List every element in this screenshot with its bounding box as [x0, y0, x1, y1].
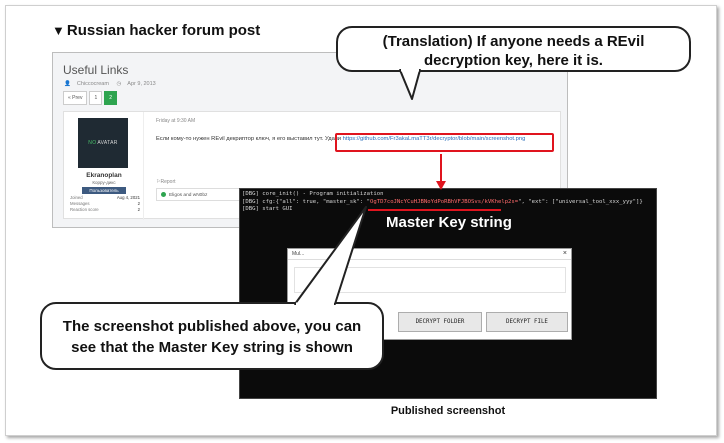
- master-key-label: Master Key string: [386, 214, 512, 231]
- terminal-line: [DBG] cfg:{"all": true, "master_sk": "Og…: [242, 199, 643, 207]
- thread-title: Useful Links: [63, 63, 129, 77]
- master-key-underline: [368, 209, 501, 211]
- author-name[interactable]: Ekranoplan: [86, 172, 122, 179]
- post-date: Friday at 9:30 AM: [156, 118, 196, 124]
- terminal-output: [DBG] core_init() - Program initializati…: [242, 191, 643, 214]
- pager-page-2[interactable]: 2: [104, 91, 118, 105]
- callout-line: decryption key, here it is.: [424, 52, 603, 69]
- dialog-text-area[interactable]: [294, 267, 566, 293]
- report-link[interactable]: ⚐Report: [156, 179, 176, 185]
- callout-line: The screenshot published above, you can: [62, 318, 362, 335]
- terminal-line: [DBG] start GUI: [242, 206, 293, 212]
- report-icon: ⚐: [156, 179, 161, 185]
- pager-prev-button[interactable]: « Prev: [63, 91, 88, 105]
- stat-value: 2: [137, 201, 140, 206]
- master-key-value: OgTD7coJNcYCuHJBNoYdPoRBhVFJBOSvs/kVKhel…: [369, 198, 519, 205]
- stat-row: Joined Aug 4, 2021: [70, 195, 140, 201]
- post-body: Если кому-то нужен REvil декриптор ключ,…: [156, 136, 525, 142]
- stat-row: Reaction score 2: [70, 207, 140, 213]
- like-reaction-icon: [161, 192, 166, 197]
- author-stats: Joined Aug 4, 2021 Messages 2 Reaction sco…: [70, 195, 140, 213]
- terminal-line-suffix: ", "ext": ["universal_tool_xxx_yyy"]}: [518, 198, 643, 205]
- dialog-title: Mul...: [292, 251, 305, 257]
- dialog-titlebar: Mul... ×: [288, 249, 571, 260]
- avatar-no-text: NO: [88, 140, 97, 146]
- figure-title: ▼Russian hacker forum post: [52, 22, 260, 39]
- pagination: « Prev 1 2: [63, 91, 118, 105]
- figure-title-text: Russian hacker forum post: [66, 22, 261, 39]
- reactions-text: Eligos and wN0bz: [169, 192, 208, 198]
- avatar-text: AVATAR: [97, 140, 118, 146]
- triangle-marker-icon: ▼: [52, 23, 65, 38]
- terminal-line: [DBG] core_init() - Program initializati…: [242, 191, 384, 197]
- callout-line: see that the Master Key string is shown: [71, 339, 353, 356]
- post-link[interactable]: https://github.com/Fr3akaLmaTT3r/decrypt…: [342, 136, 526, 142]
- pager-page-1[interactable]: 1: [89, 91, 103, 105]
- author-title: Корру-дикс: [92, 180, 116, 185]
- thread-meta: 👤 Chiccocream ◷ Apr 9, 2013: [64, 81, 162, 87]
- link-highlight-box: [335, 133, 554, 152]
- figure-caption: Published screenshot: [390, 405, 506, 417]
- decrypt-file-button[interactable]: DECRYPT FILE: [486, 312, 568, 332]
- stat-value: Aug 4, 2021: [116, 195, 140, 200]
- clock-icon: ◷: [116, 81, 122, 87]
- author-badge: Пользователь: [82, 187, 126, 194]
- author-meta-icon: 👤: [64, 81, 71, 87]
- post-text: Если кому-то нужен REvil декриптор ключ,…: [156, 136, 341, 142]
- terminal-line-prefix: [DBG] cfg:{"all": true, "master_sk": ": [242, 198, 370, 205]
- stat-label: Messages: [70, 201, 90, 206]
- translation-callout: (Translation) If anyone needs a REvil de…: [336, 26, 691, 72]
- report-label: Report: [160, 179, 176, 185]
- stat-label: Joined: [70, 195, 83, 200]
- explanation-callout: The screenshot published above, you can …: [40, 302, 384, 370]
- decrypt-folder-button[interactable]: DECRYPT FOLDER: [398, 312, 482, 332]
- stat-value: 2: [137, 207, 140, 212]
- thread-date: Apr 9, 2013: [127, 81, 156, 87]
- callout-line: (Translation) If anyone needs a REvil: [382, 33, 645, 50]
- close-icon[interactable]: ×: [562, 250, 567, 257]
- stat-label: Reaction score: [70, 207, 99, 212]
- thread-author[interactable]: Chiccocream: [76, 81, 109, 87]
- stat-row: Messages 2: [70, 201, 140, 207]
